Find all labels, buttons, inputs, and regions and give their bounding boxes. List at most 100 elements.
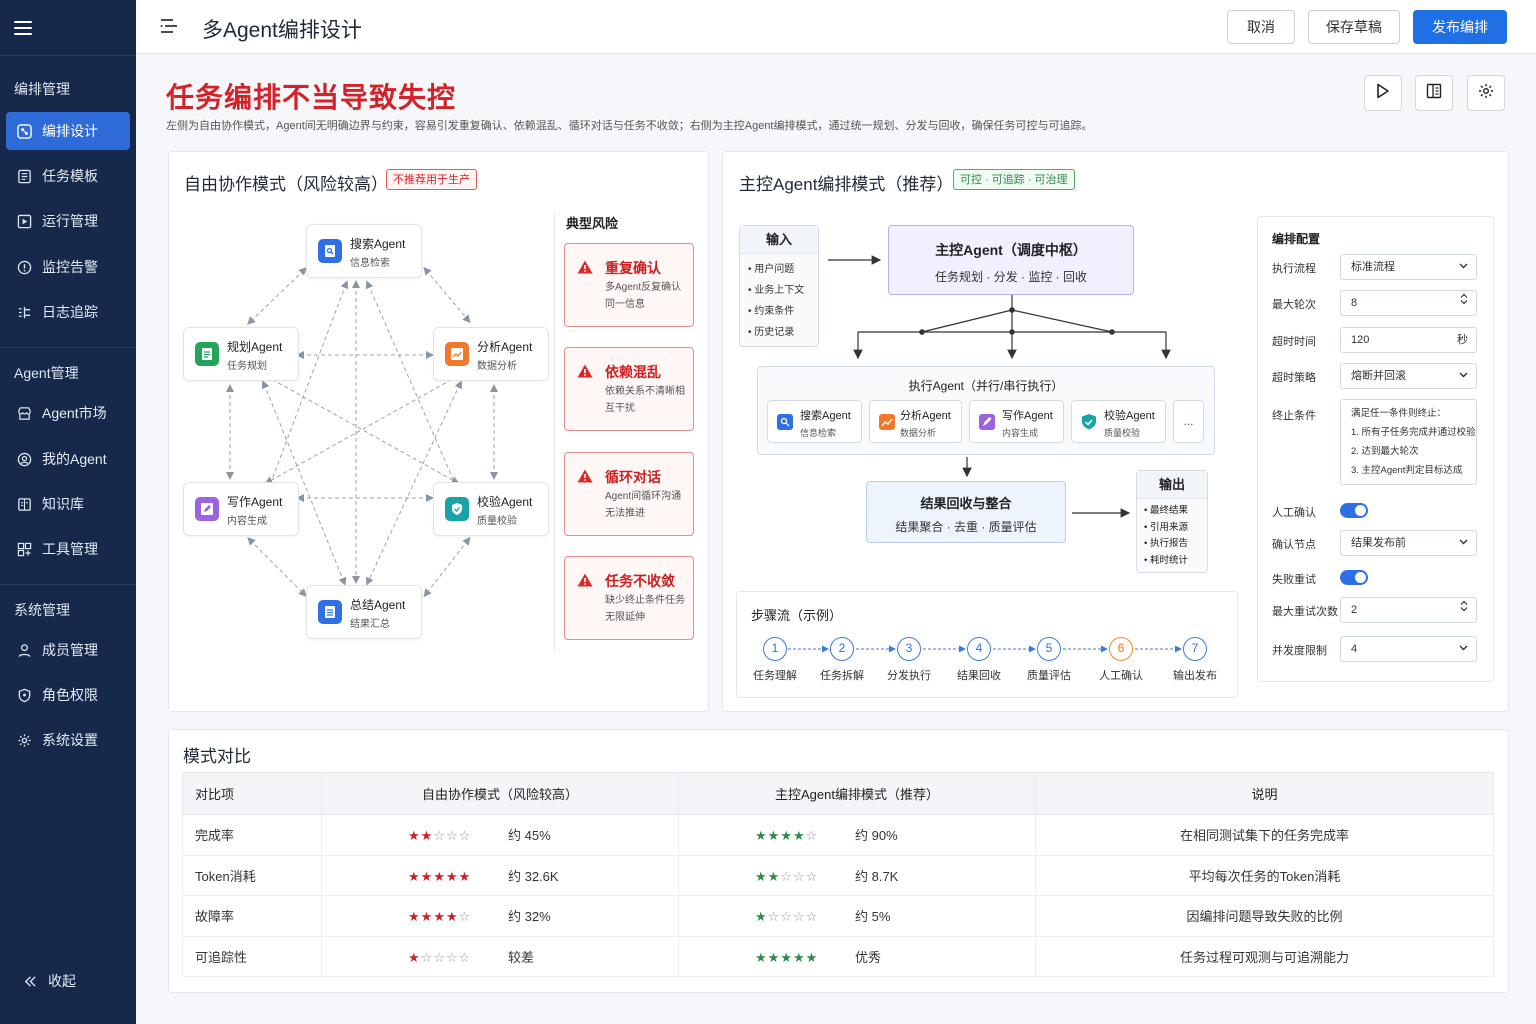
master-title: 主控Agent（调度中枢） xyxy=(935,242,1087,258)
agent-sub: 质量校验 xyxy=(1104,428,1141,438)
sidebar-item-members[interactable]: 成员管理 xyxy=(6,631,130,669)
exec-agent-card[interactable]: 校验Agent 质量校验 xyxy=(1071,400,1166,443)
master-value: 约 5% xyxy=(855,909,891,925)
free-mode-title: 自由协作模式（风险较高） xyxy=(184,175,388,194)
exec-agent-card[interactable]: 分析Agent 数据分析 xyxy=(869,400,962,443)
timeout-policy-value: 熔断并回滚 xyxy=(1351,370,1406,382)
retry-count-label: 最大重试次数 xyxy=(1272,606,1338,618)
save-draft-button[interactable]: 保存草稿 xyxy=(1308,10,1400,44)
menu-icon[interactable] xyxy=(14,20,32,35)
sidebar-item-settings[interactable]: 系统设置 xyxy=(6,721,130,759)
exec-agent-card[interactable]: 搜索Agent 信息检索 xyxy=(767,400,862,443)
agent-name: 总结Agent xyxy=(350,598,406,612)
sidebar-item-run[interactable]: 运行管理 xyxy=(6,202,130,240)
free-rating-stars: ★★★★★ xyxy=(408,868,472,884)
market-icon xyxy=(16,405,32,421)
output-item: • 执行报告 xyxy=(1144,538,1188,549)
pen-icon xyxy=(195,497,219,521)
sidebar-collapse-button[interactable]: 收起 xyxy=(12,962,76,1000)
sidebar-item-label: 系统设置 xyxy=(42,732,98,748)
stop-condition-text[interactable]: 满足任一条件则终止： 1. 所有子任务完成并通过校验 2. 达到最大轮次 3. … xyxy=(1340,399,1477,485)
row-note: 在相同测试集下的任务完成率 xyxy=(1035,814,1494,856)
output-title: 输出 xyxy=(1137,471,1207,499)
step-label: 分发执行 xyxy=(887,670,931,682)
retry-count-value: 2 xyxy=(1351,604,1358,616)
risk-title: 重复确认 xyxy=(605,260,661,276)
outline-menu-icon[interactable] xyxy=(160,18,178,39)
manual-confirm-toggle[interactable] xyxy=(1340,503,1368,518)
cancel-button[interactable]: 取消 xyxy=(1227,10,1295,44)
input-box: 输入 • 用户问题 • 业务上下文 • 约束条件 • 历史记录 xyxy=(739,225,819,347)
confirm-node-select[interactable]: 结果发布前 xyxy=(1340,530,1477,556)
sidebar-item-label: 知识库 xyxy=(42,496,84,512)
sidebar-item-label: Agent市场 xyxy=(42,405,107,421)
sidebar-item-knowledge[interactable]: 知识库 xyxy=(6,485,130,523)
step-item[interactable]: 1 任务理解 xyxy=(740,637,810,683)
sidebar-item-logs[interactable]: 日志追踪 xyxy=(6,293,130,331)
verify-agent-node[interactable]: 校验Agent 质量校验 xyxy=(433,482,549,536)
flow-select[interactable]: 标准流程 xyxy=(1340,254,1477,280)
page-description: 左侧为自由协作模式，Agent间无明确边界与约束，容易引发重复确认、依赖混乱、循… xyxy=(166,120,1093,132)
risk-section-title: 典型风险 xyxy=(566,216,619,231)
sidebar-item-monitor[interactable]: 监控告警 xyxy=(6,248,130,286)
retry-count-stepper[interactable]: 2 xyxy=(1340,597,1477,623)
risk-card: 重复确认 多Agent反复确认同一信息 xyxy=(564,243,694,327)
play-icon xyxy=(1376,83,1390,104)
retry-toggle[interactable] xyxy=(1340,570,1368,585)
step-number: 1 xyxy=(763,637,787,661)
sidebar-item-orchestration[interactable]: 编排设计 xyxy=(6,112,130,150)
stop-line: 3. 主控Agent判定目标达成 xyxy=(1351,465,1463,476)
sidebar-item-templates[interactable]: 任务模板 xyxy=(6,157,130,195)
master-agent-node[interactable]: 主控Agent（调度中枢） 任务规划 · 分发 · 监控 · 回收 xyxy=(888,225,1134,295)
timeout-policy-select[interactable]: 熔断并回滚 xyxy=(1340,363,1477,389)
write-agent-node[interactable]: 写作Agent 内容生成 xyxy=(183,482,299,536)
summary-agent-node[interactable]: 总结Agent 结果汇总 xyxy=(306,585,422,639)
concurrency-value: 4 xyxy=(1351,643,1358,655)
stepper-icon[interactable] xyxy=(1460,598,1468,622)
layout-button[interactable] xyxy=(1415,75,1453,111)
flow-label: 执行流程 xyxy=(1272,263,1316,275)
sidebar-item-label: 角色权限 xyxy=(42,687,98,703)
concurrency-select[interactable]: 4 xyxy=(1340,636,1477,662)
row-note: 平均每次任务的Token消耗 xyxy=(1035,854,1494,896)
plan-agent-node[interactable]: 规划Agent 任务规划 xyxy=(183,327,299,381)
timeout-policy-label: 超时策略 xyxy=(1272,372,1316,384)
agent-sub: 结果汇总 xyxy=(350,619,390,630)
risk-title: 任务不收敛 xyxy=(605,573,675,589)
confirm-node-value: 结果发布前 xyxy=(1351,537,1406,549)
chart-icon xyxy=(445,342,469,366)
sidebar-item-my-agent[interactable]: 我的Agent xyxy=(6,440,130,478)
document-icon xyxy=(318,600,342,624)
step-label: 任务拆解 xyxy=(820,670,864,682)
stop-line: 1. 所有子任务完成并通过校验 xyxy=(1351,427,1476,438)
run-preview-button[interactable] xyxy=(1364,75,1402,111)
agent-name: 搜索Agent xyxy=(800,410,851,422)
rounds-stepper[interactable]: 8 xyxy=(1340,290,1477,316)
sidebar-divider xyxy=(0,584,136,585)
step-label: 任务理解 xyxy=(753,670,797,682)
sidebar-item-roles[interactable]: 角色权限 xyxy=(6,676,130,714)
sidebar-section-title: 编排管理 xyxy=(14,81,70,97)
stepper-icon[interactable] xyxy=(1460,291,1468,315)
more-agents-button[interactable]: ... xyxy=(1173,400,1204,443)
sidebar-item-tools[interactable]: 工具管理 xyxy=(6,530,130,568)
table-row: 完成率★★☆☆☆约 45%★★★★☆约 90%在相同测试集下的任务完成率 xyxy=(182,814,1494,856)
publish-button[interactable]: 发布编排 xyxy=(1413,10,1507,44)
agent-name: 写作Agent xyxy=(227,495,283,509)
step-number: 4 xyxy=(967,637,991,661)
collect-node[interactable]: 结果回收与整合 结果聚合 · 去重 · 质量评估 xyxy=(866,481,1066,543)
exec-agent-card[interactable]: 写作Agent 内容生成 xyxy=(969,400,1064,443)
input-item: • 约束条件 xyxy=(748,306,795,317)
sidebar-item-market[interactable]: Agent市场 xyxy=(6,394,130,432)
table-row: 故障率★★★★☆约 32%★☆☆☆☆约 5%因编排问题导致失败的比例 xyxy=(182,895,1494,937)
search-agent-node[interactable]: 搜索Agent 信息检索 xyxy=(306,224,422,278)
settings-button[interactable] xyxy=(1467,75,1505,111)
analyze-agent-node[interactable]: 分析Agent 数据分析 xyxy=(433,327,549,381)
